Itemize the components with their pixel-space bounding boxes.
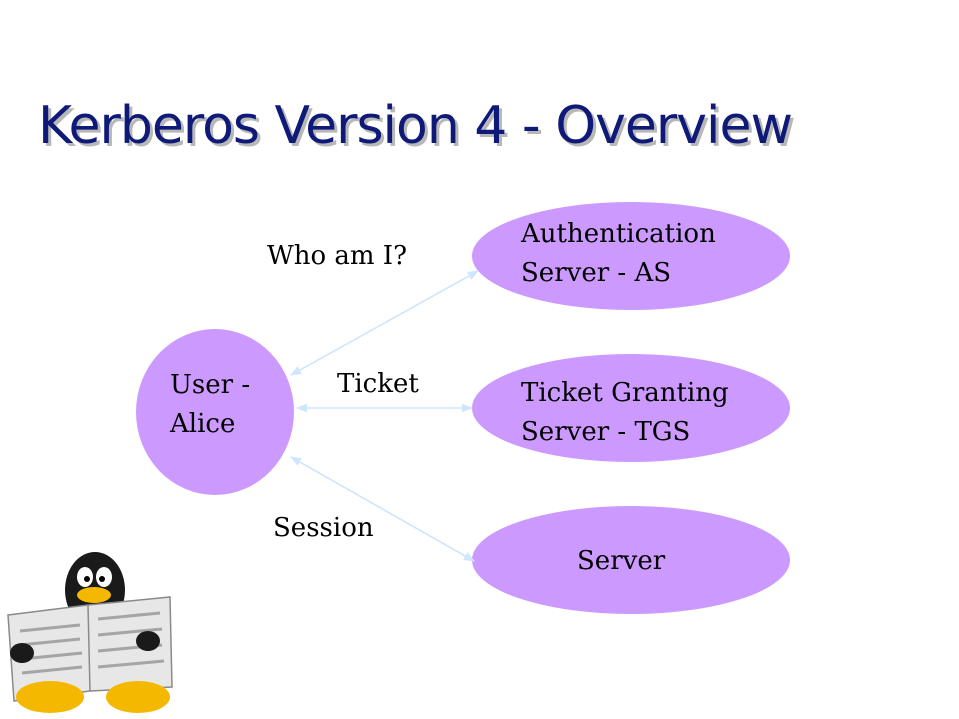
- server-label-line1: Server: [577, 542, 665, 581]
- tgs-label-line2: Server - TGS: [521, 413, 729, 452]
- user-node-label: User - Alice: [170, 366, 250, 444]
- edge-label-who-am-i: Who am I?: [267, 241, 407, 271]
- user-label-line1: User -: [170, 366, 250, 405]
- user-label-line2: Alice: [170, 405, 250, 444]
- arrow-user-as: [291, 271, 478, 375]
- arrow-user-server: [291, 457, 474, 561]
- server-node-label: Server: [577, 542, 665, 581]
- as-label-line1: Authentication: [521, 215, 716, 254]
- edge-label-session: Session: [273, 513, 374, 543]
- tgs-node-label: Ticket Granting Server - TGS: [521, 374, 729, 452]
- as-label-line2: Server - AS: [521, 254, 716, 293]
- tgs-label-line1: Ticket Granting: [521, 374, 729, 413]
- as-node-label: Authentication Server - AS: [521, 215, 716, 293]
- edge-label-ticket: Ticket: [337, 369, 419, 399]
- penguin-reading-newspaper-icon: [0, 545, 180, 719]
